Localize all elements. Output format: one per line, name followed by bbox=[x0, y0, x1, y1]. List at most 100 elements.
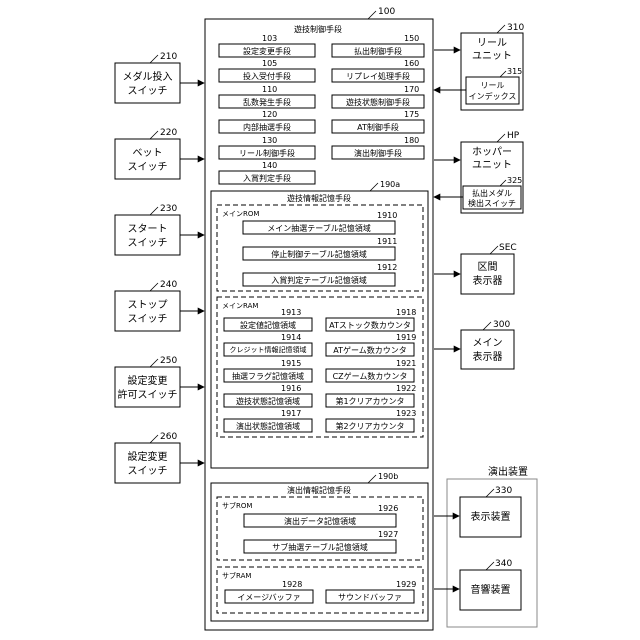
setting-value-ref: 1913 bbox=[281, 308, 301, 317]
effect-control-ref: 180 bbox=[404, 136, 419, 145]
payout-sensor-line1: 払出メダル bbox=[472, 188, 512, 198]
reel-unit-line2: ユニット bbox=[472, 51, 512, 62]
second-clear-ref: 1923 bbox=[396, 409, 416, 418]
reel-control-ref: 130 bbox=[262, 136, 277, 145]
medal-insert-switch: メダル投入 スイッチ 210 bbox=[115, 52, 180, 103]
at-control-label: AT制御手段 bbox=[357, 122, 399, 132]
main-display: メイン 表示器 300 bbox=[461, 320, 514, 369]
hopper-unit-line1: ホッパー bbox=[472, 146, 512, 158]
reel-control-label: リール制御手段 bbox=[239, 148, 295, 158]
at-stock-label: ATストック数カウンタ bbox=[329, 320, 411, 330]
credit-info-ref: 1914 bbox=[281, 333, 301, 342]
first-clear-label: 第1クリアカウンタ bbox=[335, 396, 404, 406]
cz-game-ref: 1921 bbox=[396, 359, 416, 368]
effect-data-ref: 1926 bbox=[378, 504, 398, 513]
medal-switch-ref: 210 bbox=[160, 52, 177, 62]
start-switch-ref: 230 bbox=[160, 204, 177, 214]
sub-ram-label: サブRAM bbox=[222, 571, 251, 580]
bet-switch-ref: 220 bbox=[160, 128, 177, 138]
sub-lottery-table-ref: 1927 bbox=[378, 530, 398, 539]
cz-game-label: CZゲーム数カウンタ bbox=[333, 371, 408, 381]
payout-sensor-line2: 検出スイッチ bbox=[468, 198, 516, 208]
hopper-unit-ref: HP bbox=[507, 131, 520, 141]
game-info-storage-title: 遊技情報記憶手段 bbox=[287, 193, 351, 203]
at-stock-ref: 1918 bbox=[396, 308, 416, 317]
main-lottery-table-label: メイン抽選テーブル記憶領域 bbox=[267, 223, 371, 233]
game-control-title: 遊技制御手段 bbox=[294, 24, 342, 34]
stop-control-table-ref: 1911 bbox=[377, 237, 397, 246]
reel-unit-line1: リール bbox=[477, 38, 507, 49]
settings-change-switch: 設定変更 スイッチ 260 bbox=[115, 432, 180, 483]
reel-index-ref: 315 bbox=[507, 67, 522, 76]
start-switch: スタート スイッチ 230 bbox=[115, 204, 180, 255]
main-display-ref: 300 bbox=[493, 320, 510, 330]
credit-info-label: クレジット情報記憶領域 bbox=[230, 345, 307, 354]
payout-control-ref: 150 bbox=[404, 34, 419, 43]
effect-info-storage-title: 演出情報記憶手段 bbox=[287, 485, 351, 495]
section-display: 区間 表示器 SEC bbox=[461, 243, 517, 294]
medal-switch-line2: スイッチ bbox=[128, 85, 168, 97]
win-judge-label: 入賞判定手段 bbox=[243, 173, 291, 183]
game-state-storage-ref: 1916 bbox=[281, 384, 301, 393]
win-judge-ref: 140 bbox=[262, 161, 277, 170]
effect-state-label: 演出状態記憶領域 bbox=[236, 421, 300, 431]
section-display-line2: 表示器 bbox=[473, 274, 503, 287]
section-display-line1: 区間 bbox=[478, 261, 498, 273]
reel-index-line1: リール bbox=[481, 81, 505, 90]
start-switch-line2: スイッチ bbox=[128, 237, 168, 249]
image-buffer-label: イメージバッファ bbox=[237, 593, 300, 602]
at-game-label: ATゲーム数カウンタ bbox=[333, 345, 407, 355]
main-ram-label: メインRAM bbox=[222, 302, 258, 310]
win-judge-table-ref: 1912 bbox=[377, 263, 397, 272]
replay-ref: 160 bbox=[404, 59, 419, 68]
bet-switch: ベット スイッチ 220 bbox=[115, 128, 180, 179]
rng-ref: 110 bbox=[262, 85, 277, 94]
section-display-ref: SEC bbox=[499, 243, 517, 253]
main-lottery-table-ref: 1910 bbox=[377, 211, 397, 220]
input-arrows bbox=[180, 83, 204, 463]
rng-label: 乱数発生手段 bbox=[243, 97, 291, 107]
settings-permit-line1: 設定変更 bbox=[128, 374, 168, 387]
stop-switch-line1: ストップ bbox=[128, 299, 168, 311]
settings-permit-ref: 250 bbox=[160, 356, 177, 366]
display-device-label: 表示装置 bbox=[471, 510, 511, 523]
second-clear-label: 第2クリアカウンタ bbox=[335, 421, 404, 431]
game-info-storage-ref: 190a bbox=[380, 180, 400, 189]
settings-change-switch-line1: 設定変更 bbox=[128, 450, 168, 463]
effect-control-label: 演出制御手段 bbox=[354, 148, 402, 158]
medal-switch-line1: メダル投入 bbox=[123, 70, 173, 83]
start-switch-line1: スタート bbox=[128, 223, 168, 235]
reel-index-line2: インデックス bbox=[469, 91, 517, 101]
replay-label: リプレイ処理手段 bbox=[346, 71, 410, 81]
internal-lottery-label: 内部抽選手段 bbox=[243, 122, 291, 132]
sub-lottery-table-label: サブ抽選テーブル記憶領域 bbox=[272, 542, 368, 552]
main-rom-label: メインROM bbox=[222, 210, 259, 218]
internal-lottery-ref: 120 bbox=[262, 110, 277, 119]
effect-state-ref: 1917 bbox=[281, 409, 301, 418]
hopper-unit-line2: ユニット bbox=[472, 160, 512, 171]
sub-rom-label: サブROM bbox=[222, 501, 252, 510]
sound-device-ref: 340 bbox=[495, 559, 512, 569]
effect-device: 演出装置 表示装置 330 音響装置 340 bbox=[447, 465, 537, 627]
bet-accept-ref: 105 bbox=[262, 59, 277, 68]
game-state-ref: 170 bbox=[404, 85, 419, 94]
reel-unit-ref: 310 bbox=[507, 23, 524, 33]
display-device-ref: 330 bbox=[495, 486, 512, 496]
settings-change-ref: 103 bbox=[262, 34, 277, 43]
stop-switch-ref: 240 bbox=[160, 280, 177, 290]
game-control-ref: 100 bbox=[378, 7, 395, 17]
at-control-ref: 175 bbox=[404, 110, 419, 119]
settings-change-label: 設定変更手段 bbox=[243, 46, 291, 56]
bet-switch-line1: ベット bbox=[133, 147, 163, 159]
settings-permit-switch: 設定変更 許可スイッチ 250 bbox=[115, 356, 180, 407]
payout-control-label: 払出制御手段 bbox=[354, 46, 402, 56]
effect-info-storage-ref: 190b bbox=[378, 472, 398, 481]
win-judge-table-label: 入賞判定テーブル記憶領域 bbox=[271, 275, 367, 285]
sound-buffer-label: サウンドバッファ bbox=[338, 593, 402, 602]
sound-device-label: 音響装置 bbox=[471, 583, 511, 596]
effect-data-label: 演出データ記憶領域 bbox=[284, 516, 356, 526]
setting-value-label: 設定値記憶領域 bbox=[240, 320, 296, 330]
main-display-line1: メイン bbox=[473, 338, 503, 349]
effect-device-title: 演出装置 bbox=[488, 465, 528, 478]
